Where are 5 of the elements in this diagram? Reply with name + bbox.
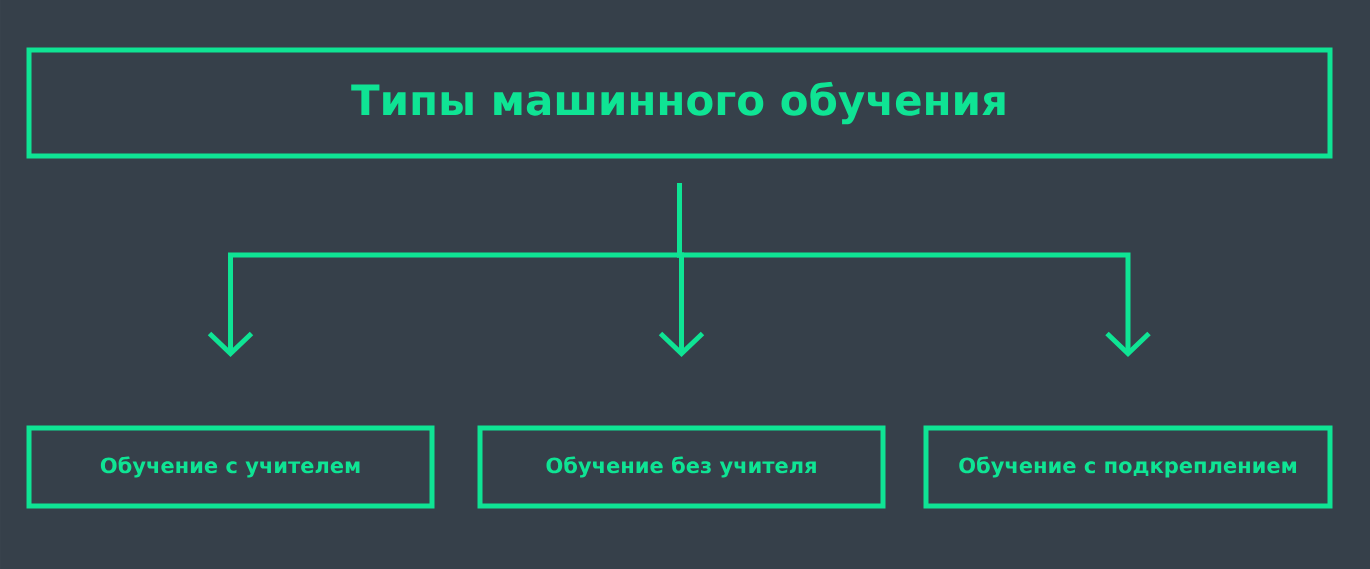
title-box: Типы машинного обучения [26, 47, 1333, 159]
category-box: Обучение с подкреплением [923, 425, 1333, 509]
category-box: Обучение с учителем [26, 425, 435, 509]
category-box: Обучение без учителя [477, 425, 886, 509]
arrow [677, 183, 1151, 357]
